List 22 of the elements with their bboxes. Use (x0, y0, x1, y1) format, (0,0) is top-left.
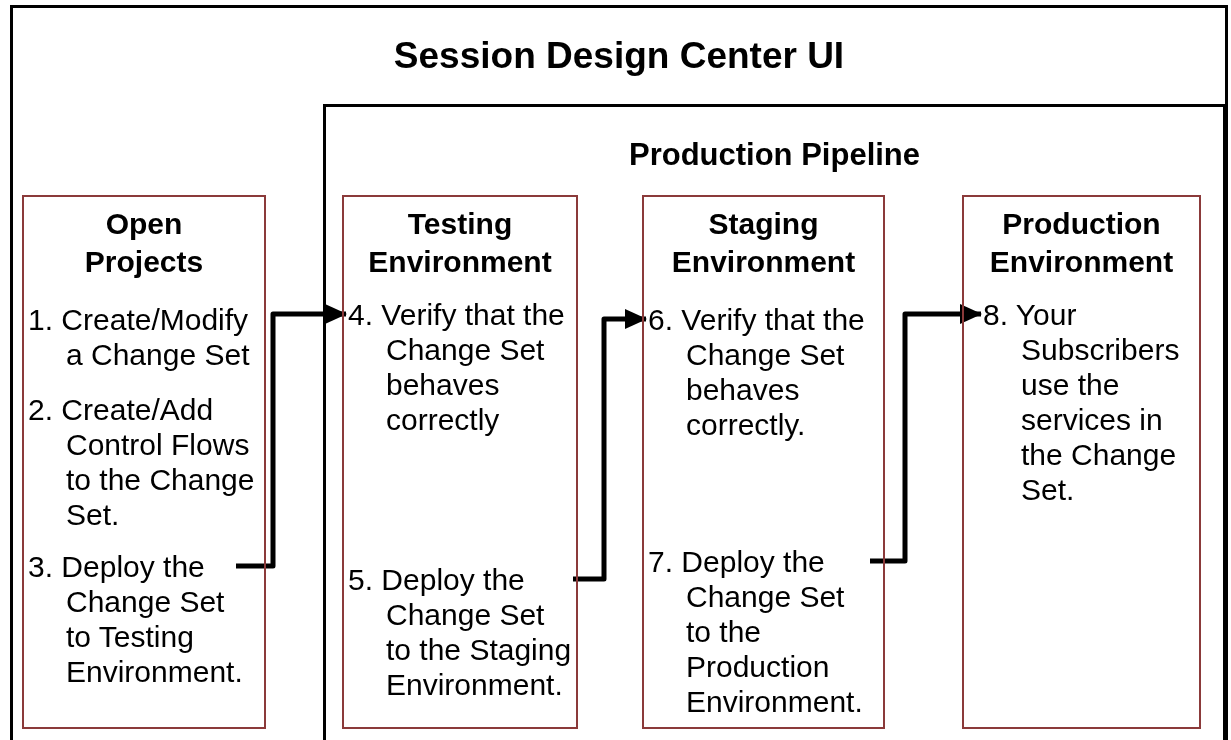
step-text: 8. Your Subscribers use the services in the Change Set. (983, 297, 1195, 507)
step-text: 7. Deploy the Change Set to the Production Environment. (648, 544, 870, 719)
stage-panel (962, 195, 1201, 729)
stage-panel (22, 195, 266, 729)
panel-heading: Production Environment (988, 206, 1175, 280)
pipeline-frame (323, 104, 1226, 740)
arrow (870, 304, 982, 564)
step-text: 2. Create/Add Control Flows to the Change Set. (28, 392, 258, 532)
panel-heading: Testing Environment (367, 206, 553, 280)
stage-panel (642, 195, 885, 729)
step-text: 4. Verify that the Change Set behaves correctly (348, 297, 573, 437)
step-text: 5. Deploy the Change Set to the Staging Environment. (348, 562, 573, 702)
frame-heading: Session Design Center UI (393, 34, 845, 78)
panel-heading: Open Projects (83, 206, 205, 280)
arrow (236, 304, 347, 569)
panel-heading: Staging Environment (670, 206, 857, 280)
step-text: 6. Verify that the Change Set behaves correctly. (648, 302, 873, 442)
arrow (573, 309, 647, 582)
frame-heading: Production Pipeline (628, 136, 921, 174)
step-text: 1. Create/Modify a Change Set (28, 302, 258, 372)
stage-panel (342, 195, 578, 729)
diagram-frame (10, 5, 1228, 740)
